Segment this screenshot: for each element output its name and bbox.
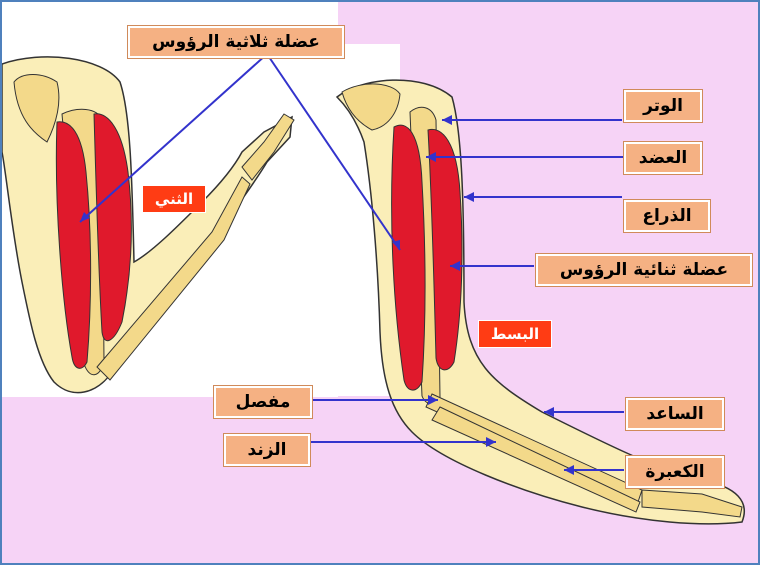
label-arm: الذراع [624,200,710,232]
state-tag-extension: البسط [478,320,552,348]
label-humerus: العضد [624,142,702,174]
label-joint: مفصل [214,386,312,418]
label-forearm: الساعد [626,398,724,430]
label-radius: الكعبرة [626,456,724,488]
label-triceps: عضلة ثلاثية الرؤوس [128,26,344,58]
state-tag-flexion: الثني [142,185,206,213]
label-tendon: الوتر [624,90,702,122]
label-ulna: الزند [224,434,310,466]
arrow-head-icon [464,192,474,202]
label-biceps: عضلة ثنائية الرؤوس [536,254,752,286]
